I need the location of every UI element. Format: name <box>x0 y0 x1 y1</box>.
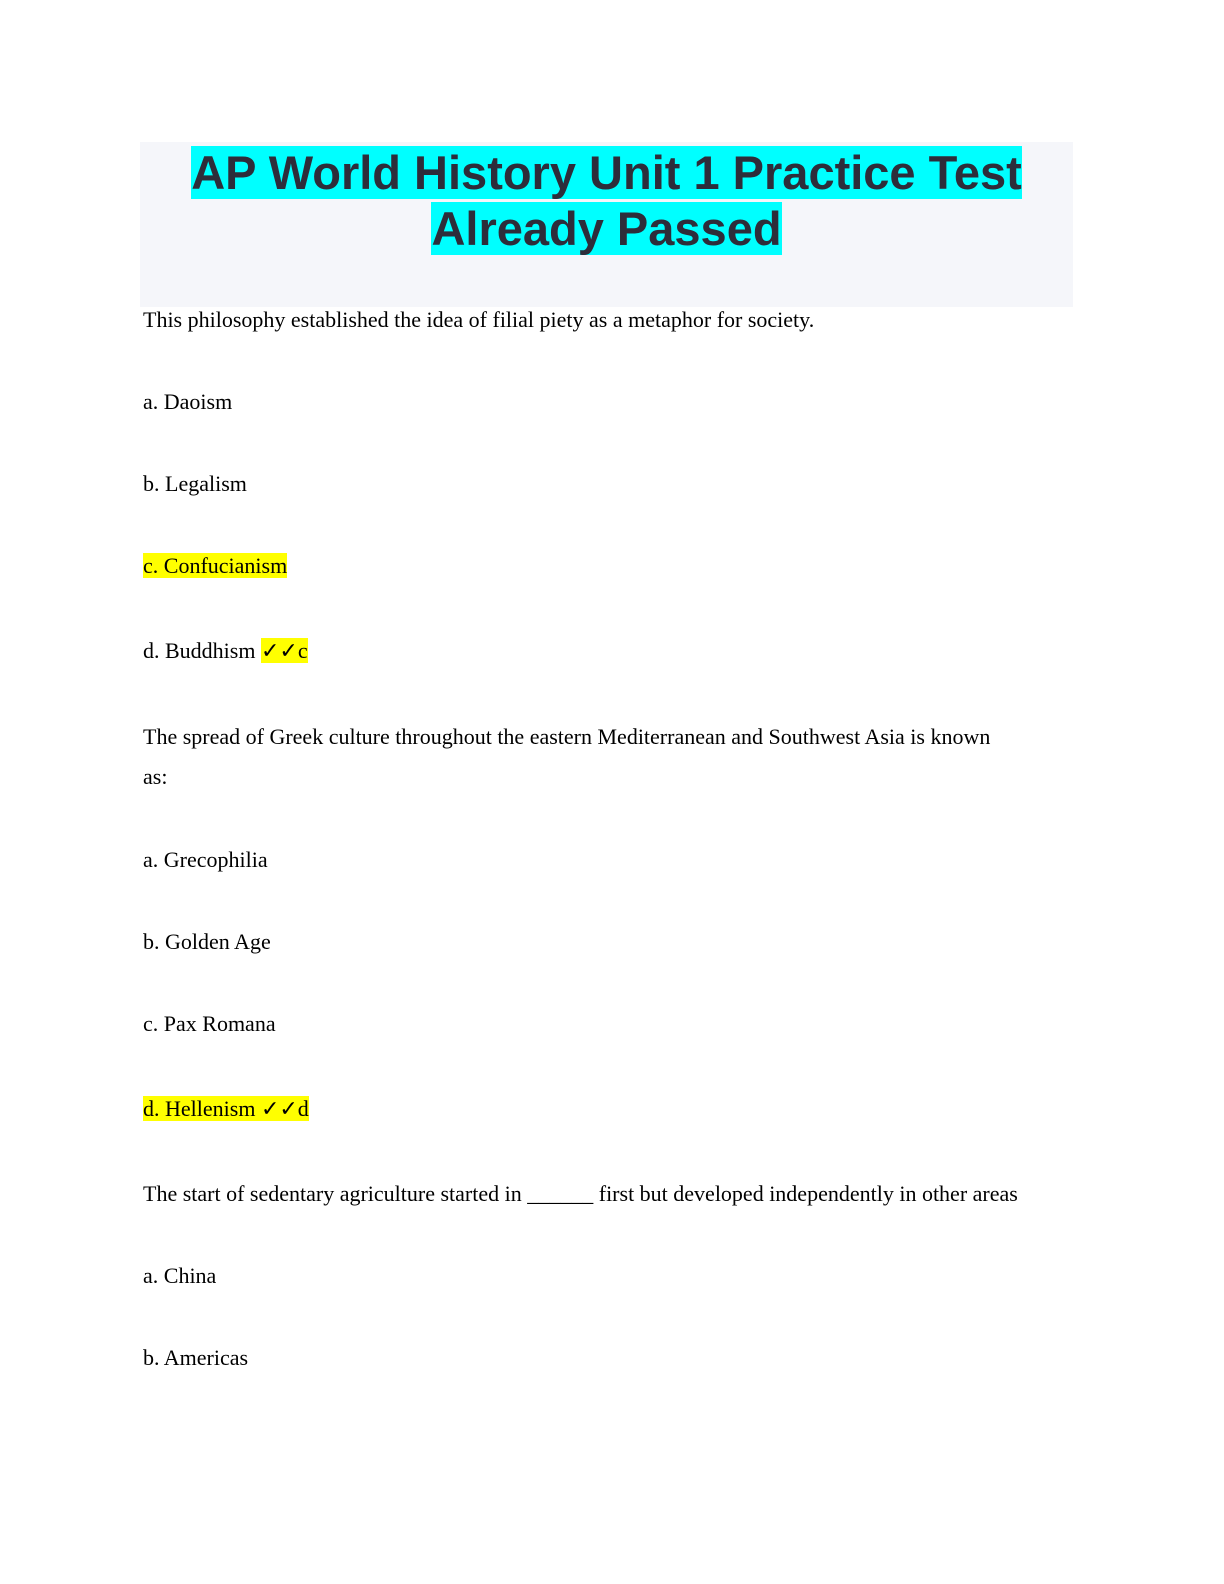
option-2b: b. Golden Age <box>143 929 271 954</box>
option-1d: d. Buddhism ✓✓c <box>143 638 308 663</box>
option-3a: a. China <box>143 1263 217 1288</box>
question-1: This philosophy established the idea of … <box>143 307 815 332</box>
option-2a: a. Grecophilia <box>143 847 268 872</box>
question-2-cont: as: <box>143 764 168 789</box>
answer-mark: ✓✓c <box>260 638 308 663</box>
option-1a: a. Daoism <box>143 389 233 414</box>
question-2: The spread of Greek culture throughout t… <box>143 724 991 749</box>
option-1b: b. Legalism <box>143 471 247 496</box>
answer-mark: ✓✓d <box>260 1096 309 1121</box>
option-1c-correct: c. Confucianism <box>143 553 288 578</box>
option-2d-correct: d. Hellenism ✓✓d <box>143 1096 309 1121</box>
option-2c: c. Pax Romana <box>143 1011 276 1036</box>
question-3: The start of sedentary agriculture start… <box>143 1181 1018 1206</box>
option-3b: b. Americas <box>143 1345 249 1370</box>
